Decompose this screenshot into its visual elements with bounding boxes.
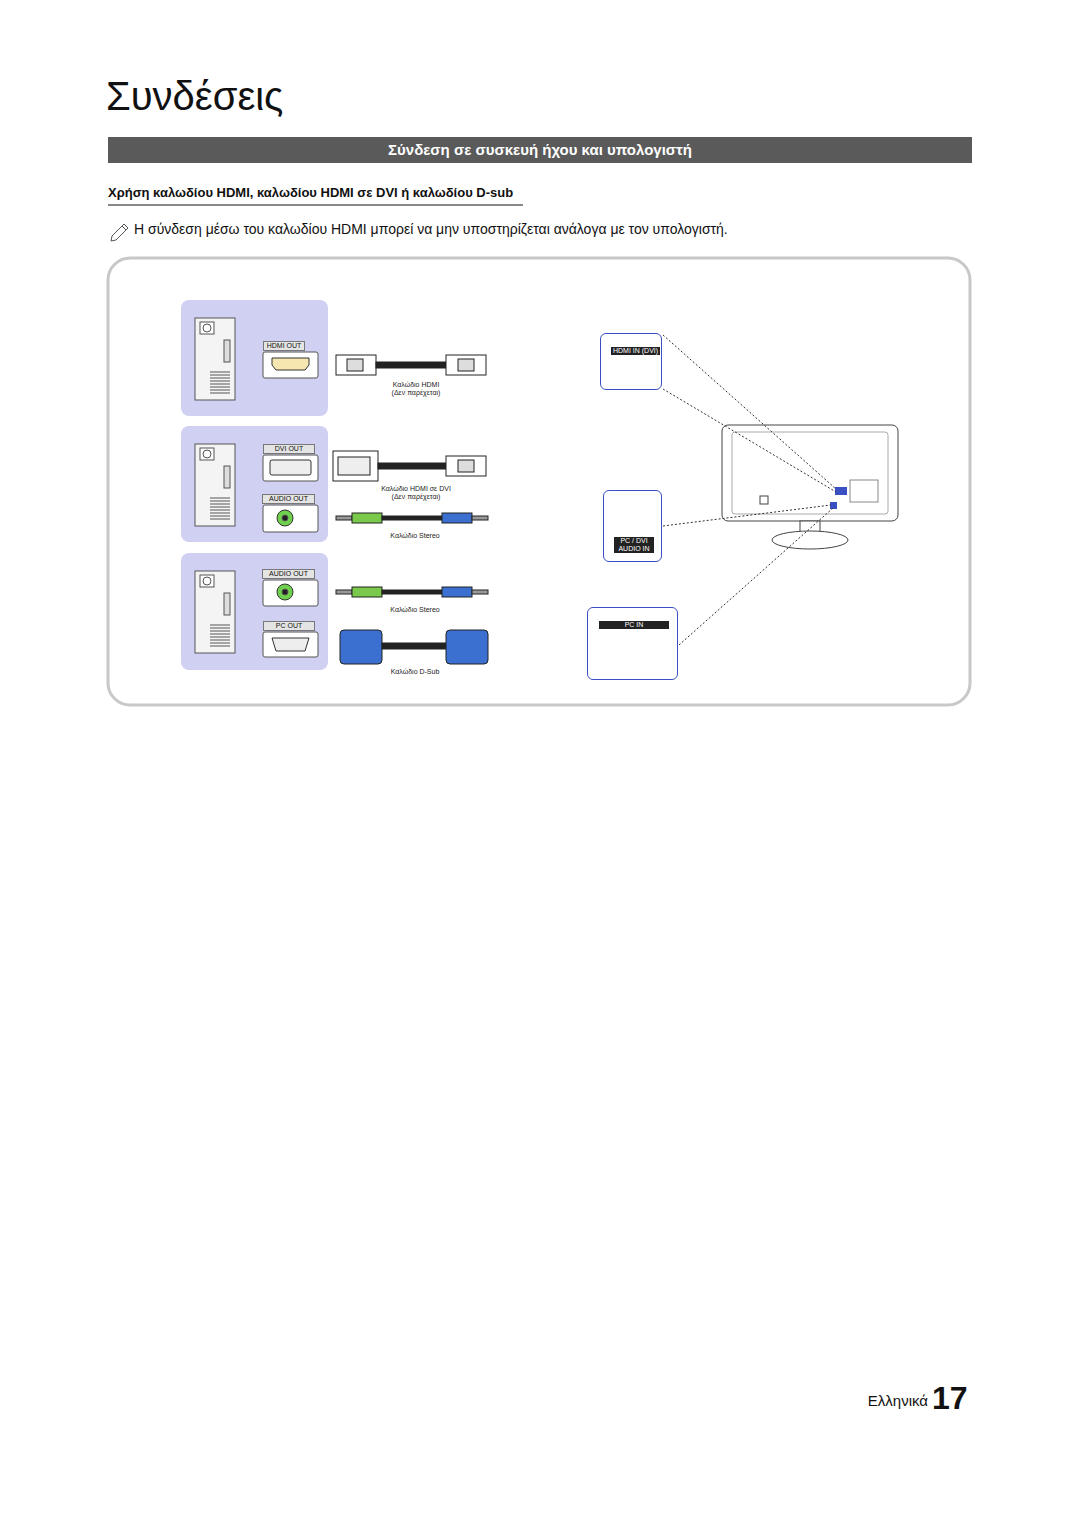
cable-label: Καλώδιο HDMI (Δεν παρέχεται) <box>385 381 447 397</box>
cable-illustrations <box>333 355 488 664</box>
diagram-frame <box>108 258 970 705</box>
port-label: AUDIO OUT <box>262 494 315 504</box>
port-label: HDMI IN (DVI) <box>611 347 660 355</box>
port-label: AUDIO OUT <box>262 569 315 579</box>
port-label: PC OUT <box>263 621 315 631</box>
pc-panels <box>181 300 328 670</box>
pc-tower-icons <box>195 318 235 653</box>
input-port: PC IN <box>587 607 678 680</box>
leader-lines <box>663 335 836 645</box>
page-title: Συνδέσεις <box>106 72 283 120</box>
cable-label: Καλώδιο Stereo <box>385 532 445 540</box>
port-label: PC / DVI AUDIO IN <box>614 537 654 553</box>
input-port: HDMI IN (DVI) <box>600 333 662 390</box>
note-icon <box>111 224 128 241</box>
output-port: AUDIO OUT <box>262 493 319 533</box>
input-port: PC / DVI AUDIO IN <box>603 490 662 562</box>
output-port: AUDIO OUT <box>262 568 319 607</box>
note-text: Η σύνδεση μέσω του καλωδίου HDMI μπορεί … <box>134 220 954 238</box>
cable-label: Καλώδιο HDMI σε DVI (Δεν παρέχεται) <box>375 485 457 501</box>
section-heading: Σύνδεση σε συσκευή ήχου και υπολογιστή <box>108 140 972 160</box>
output-port: DVI OUT <box>262 443 319 482</box>
language-label: Ελληνικά <box>838 1392 928 1410</box>
tv-back <box>722 425 898 549</box>
port-label: DVI OUT <box>263 444 315 454</box>
output-port: PC OUT <box>262 620 319 658</box>
subheading-underline <box>108 205 523 206</box>
cable-label: Καλώδιο D-Sub <box>385 668 445 676</box>
cable-label: Καλώδιο Stereo <box>385 606 445 614</box>
pc-ports <box>263 352 318 657</box>
port-label: HDMI OUT <box>263 341 305 351</box>
page-number: 17 <box>932 1380 978 1416</box>
output-port: HDMI OUT <box>262 340 319 379</box>
port-label: PC IN <box>599 621 669 629</box>
section-bar <box>108 137 972 163</box>
subheading: Χρήση καλωδίου HDMI, καλωδίου HDMI σε DV… <box>108 184 668 202</box>
